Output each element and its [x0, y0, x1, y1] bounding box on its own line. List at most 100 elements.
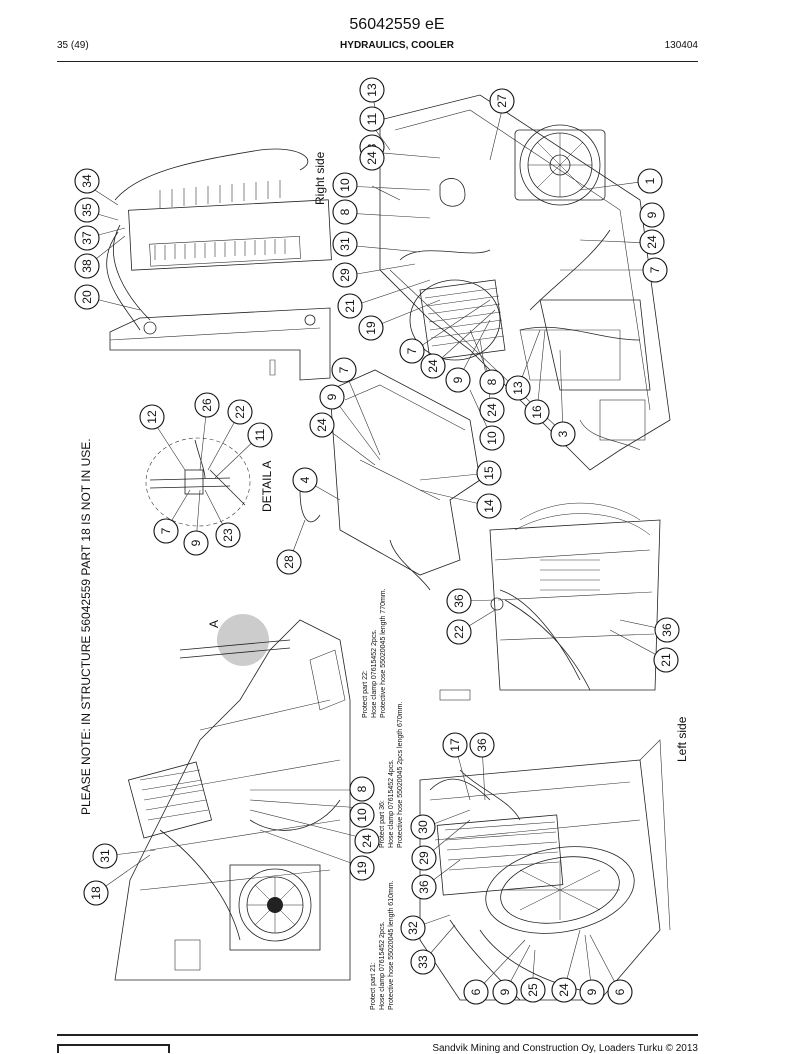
callout-balloon [642, 257, 668, 283]
part-callout: 30 [410, 814, 436, 840]
callout-number: 20 [80, 290, 94, 304]
callout-balloon [74, 284, 100, 310]
callout-number: 15 [482, 466, 496, 480]
callout-number: 22 [233, 405, 247, 419]
callout-balloon [309, 412, 335, 438]
callout-balloon [349, 855, 375, 881]
part-callout: 23 [215, 522, 241, 548]
callout-balloon [524, 399, 550, 425]
callout-balloon [332, 231, 358, 257]
callout-balloon [153, 518, 179, 544]
callout-number: 14 [482, 499, 496, 513]
callout-balloon [463, 979, 489, 1005]
callout-number: 25 [526, 983, 540, 997]
callout-balloon [74, 253, 100, 279]
part-callout: 9 [579, 979, 605, 1005]
callout-number: 24 [645, 235, 659, 249]
protect-note-line: Protective hose 55020045 2pcs length 670… [397, 702, 404, 848]
part-callout: 12 [139, 404, 165, 430]
protect-note-line: Protective hose 55020045 length 610mm. [388, 880, 395, 1010]
callout-balloon [332, 199, 358, 225]
document-number: 56042559 eE [349, 16, 445, 33]
part-callout: 27 [489, 88, 515, 114]
callout-balloon [292, 467, 318, 493]
part-callout: 25 [520, 977, 546, 1003]
part-callout: 16 [524, 399, 550, 425]
leader-lines [86, 97, 668, 993]
callout-number: 24 [315, 418, 329, 432]
part-callout: 24 [420, 353, 446, 379]
protect-note-36: Protect part 36: Hose clamp 07615452 4pc… [379, 702, 404, 848]
part-callout: 38 [74, 253, 100, 279]
callout-number: 29 [338, 268, 352, 282]
callout-number: 9 [645, 211, 659, 218]
callout-balloon [550, 421, 576, 447]
callout-number: 31 [98, 849, 112, 863]
protect-note-line: Protect part 21: [370, 962, 377, 1010]
part-callout: 14 [476, 493, 502, 519]
part-callout: 37 [74, 225, 100, 251]
callout-number: 7 [405, 347, 419, 354]
callout-balloon [410, 949, 436, 975]
part-callout: 24 [479, 397, 505, 423]
part-callout: 18 [83, 880, 109, 906]
part-callout: 10 [332, 172, 358, 198]
callout-balloon [476, 493, 502, 519]
callout-balloon [420, 353, 446, 379]
callout-number: 24 [360, 834, 374, 848]
callout-number: 31 [338, 237, 352, 251]
callout-balloon [446, 619, 472, 645]
company-logo [57, 1044, 170, 1053]
callout-balloon [520, 977, 546, 1003]
callout-number: 19 [364, 321, 378, 335]
callout-number: 11 [253, 428, 267, 441]
callout-balloon [358, 315, 384, 341]
callout-balloon [227, 399, 253, 425]
part-callout: 11 [247, 422, 273, 448]
callout-balloon [479, 425, 505, 451]
callout-balloon [469, 732, 495, 758]
part-callout: 15 [476, 460, 502, 486]
callout-balloon [74, 225, 100, 251]
structure-note: PLEASE NOTE: IN STRUCTURE 56042559 PART … [79, 438, 93, 815]
part-callout: 7 [331, 357, 357, 383]
callout-balloon [332, 172, 358, 198]
footer-copyright: Sandvik Mining and Construction Oy, Load… [432, 1043, 698, 1054]
callout-number: 37 [80, 231, 94, 245]
part-callout: 21 [653, 647, 679, 673]
part-callout: 24 [354, 828, 380, 854]
callout-number: 38 [80, 259, 94, 273]
callout-balloon [139, 404, 165, 430]
callout-number: 29 [417, 851, 431, 865]
protect-note-line: Hose clamp 07615452 4pcs. [388, 759, 395, 848]
callout-balloon [505, 375, 531, 401]
part-callout: 36 [654, 617, 680, 643]
callout-number: 19 [355, 861, 369, 875]
callout-balloon [74, 197, 100, 223]
callout-balloon [183, 530, 209, 556]
callout-balloon [276, 549, 302, 575]
callout-balloon [332, 262, 358, 288]
callout-balloon [349, 776, 375, 802]
left-side-cooler-view [419, 739, 671, 1001]
cooler-assembly-top-view [106, 148, 332, 381]
part-callout: 24 [551, 977, 577, 1003]
part-callout: 29 [411, 845, 437, 871]
callout-number: 36 [475, 738, 489, 752]
callout-number: 8 [355, 785, 369, 792]
callout-number: 13 [511, 381, 525, 395]
callout-number: 10 [485, 431, 499, 445]
callout-balloon [411, 874, 437, 900]
part-callout: 7 [642, 257, 668, 283]
callout-balloon [319, 384, 345, 410]
callout-number: 36 [417, 880, 431, 894]
part-callout: 26 [194, 392, 220, 418]
part-callout: 13 [505, 375, 531, 401]
part-callout: 6 [607, 979, 633, 1005]
part-callout: 35 [74, 197, 100, 223]
protect-note-line: Hose clamp 07615452 2pcs. [371, 629, 378, 718]
part-callout: 7 [153, 518, 179, 544]
callout-number: 8 [338, 208, 352, 215]
callout-number: 30 [416, 820, 430, 834]
